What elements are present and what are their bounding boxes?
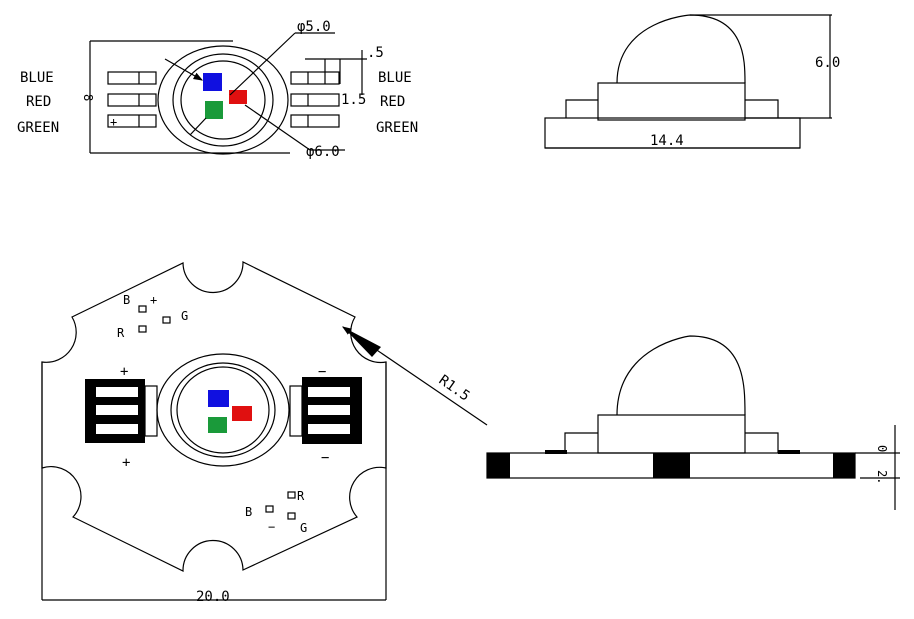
dim-height: 6.0 xyxy=(815,55,840,71)
dim-lens-inner: φ5.0 xyxy=(297,19,331,35)
lens-dome xyxy=(616,335,746,416)
svg-text:R: R xyxy=(117,326,125,340)
left-label-green: GREEN xyxy=(17,120,59,136)
star-board: 20.0 + + − − B + R G B R − G xyxy=(41,261,488,605)
dim-pad-pitch: 1.5 xyxy=(341,92,366,108)
package-body xyxy=(597,82,746,121)
left-label-red: RED xyxy=(26,94,51,110)
left-pads: + xyxy=(107,71,157,129)
dim-board-width: 20.0 xyxy=(196,589,230,605)
leads xyxy=(565,99,779,118)
svg-text:−: − xyxy=(268,520,275,534)
right-pad-sign-top: − xyxy=(318,364,326,380)
left-label-blue: BLUE xyxy=(20,70,54,86)
board-outline xyxy=(41,261,387,572)
svg-text:B: B xyxy=(245,505,252,519)
lens-ring-inner xyxy=(180,60,266,140)
dim-lens-outer: φ6.0 xyxy=(306,144,340,160)
leads xyxy=(564,432,779,453)
left-pad-sign-top: + xyxy=(120,364,128,380)
lens-dome xyxy=(616,14,746,84)
right-pad-sign-bottom: − xyxy=(321,450,329,466)
plus-mark: + xyxy=(110,115,117,129)
right-label-green: GREEN xyxy=(376,120,418,136)
blue-die xyxy=(208,390,229,407)
dim-width: 14.4 xyxy=(650,133,684,149)
green-die xyxy=(205,101,223,119)
dim-thickness-b: 2. xyxy=(875,470,889,484)
red-die xyxy=(229,90,247,104)
package-body xyxy=(597,414,746,454)
dim-thickness-a: 0 xyxy=(875,445,889,452)
svg-text:+: + xyxy=(150,293,157,307)
top-test-points: B + R G xyxy=(117,293,188,340)
lens-ring-middle xyxy=(172,53,274,147)
dim-body: 8 xyxy=(81,94,95,101)
svg-text:B: B xyxy=(123,293,130,307)
top-view-drawing: + φ5.0 φ6.0 .5 1.5 8 BLUE RED GREEN BLUE… xyxy=(17,19,418,160)
svg-text:G: G xyxy=(181,309,188,323)
dim-pad-width: .5 xyxy=(367,45,384,61)
red-die xyxy=(232,406,252,421)
svg-text:G: G xyxy=(300,521,307,535)
side-view-top: 6.0 14.4 xyxy=(544,14,840,149)
side-view-bottom: 0 2. xyxy=(486,335,900,510)
green-die xyxy=(208,417,227,433)
right-pads xyxy=(290,50,367,128)
top-view-body-outline xyxy=(89,40,290,154)
svg-text:R: R xyxy=(297,489,305,503)
lens-outer-ring xyxy=(157,45,289,155)
blue-die xyxy=(203,73,222,91)
dim-radius: R1.5 xyxy=(436,372,473,404)
bottom-test-points: B R − G xyxy=(245,489,307,535)
right-label-red: RED xyxy=(380,94,405,110)
right-label-blue: BLUE xyxy=(378,70,412,86)
left-pad-sign-bottom: + xyxy=(122,455,130,471)
